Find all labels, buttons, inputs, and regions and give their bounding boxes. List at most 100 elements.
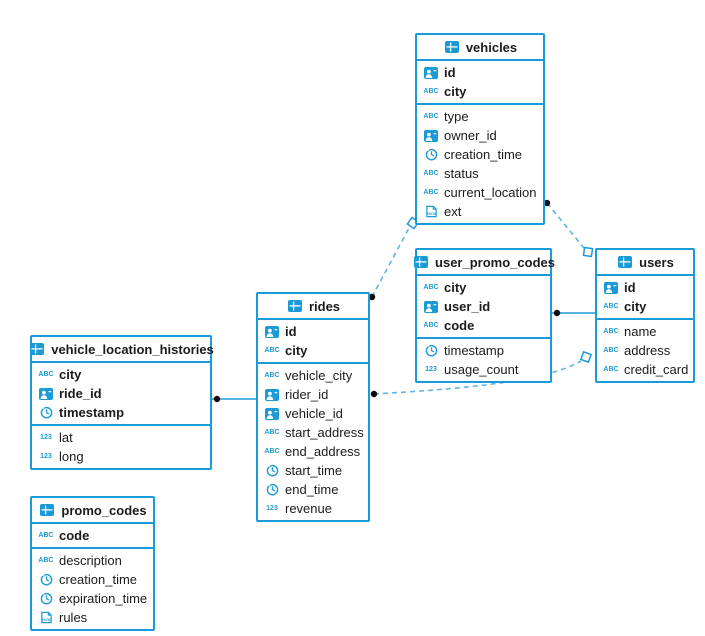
- string-icon: ABC: [603, 347, 619, 354]
- field-row-end_time[interactable]: end_time: [258, 480, 368, 499]
- field-row-rider_id[interactable]: rider_id: [258, 385, 368, 404]
- field-name: id: [285, 324, 297, 339]
- string-icon: ABC: [603, 303, 619, 310]
- field-row-user_id[interactable]: user_id: [417, 297, 550, 316]
- relation-one-end-marker: [543, 199, 551, 207]
- relation-one-end-marker: [368, 293, 376, 301]
- table-title: users: [639, 254, 674, 270]
- field-row-timestamp[interactable]: timestamp: [417, 341, 550, 360]
- table-header[interactable]: promo_codes: [32, 498, 153, 524]
- field-row-id[interactable]: id: [258, 322, 368, 341]
- field-name: usage_count: [444, 362, 519, 377]
- string-icon: ABC: [603, 366, 619, 373]
- string-icon: ABC: [423, 88, 439, 95]
- field-row-creation_time[interactable]: creation_time: [32, 570, 153, 589]
- relation-one-end-marker: [553, 309, 561, 317]
- uuid-icon: [422, 66, 440, 79]
- field-row-id[interactable]: id: [597, 278, 693, 297]
- field-row-vehicle_id[interactable]: vehicle_id: [258, 404, 368, 423]
- relation-many-end-marker: [582, 246, 594, 258]
- number-icon: 123: [40, 453, 52, 460]
- string-icon: ABC: [38, 371, 54, 378]
- field-name: city: [624, 299, 647, 314]
- table-title: vehicles: [465, 39, 518, 55]
- field-name: ride_id: [59, 386, 102, 401]
- clock-icon: [422, 148, 440, 161]
- table-title: user_promo_codes: [435, 254, 555, 270]
- field-name: code: [444, 318, 475, 333]
- string-icon: ABC: [38, 532, 54, 539]
- table-header[interactable]: users: [597, 250, 693, 276]
- field-name: description: [59, 553, 122, 568]
- field-row-start_time[interactable]: start_time: [258, 461, 368, 480]
- string-icon: ABC: [264, 429, 280, 436]
- field-name: revenue: [285, 501, 332, 516]
- field-row-code[interactable]: ABC code: [417, 316, 550, 335]
- string-icon: ABC: [423, 322, 439, 329]
- field-name: city: [444, 84, 467, 99]
- relation-vehicles-to-users[interactable]: [546, 202, 585, 249]
- uuid-icon: [602, 281, 620, 294]
- table-title: vehicle_location_histories: [51, 341, 214, 357]
- table-header[interactable]: rides: [258, 294, 368, 320]
- field-row-city[interactable]: ABC city: [417, 82, 543, 101]
- string-icon: ABC: [38, 557, 54, 564]
- field-row-timestamp[interactable]: timestamp: [32, 403, 210, 422]
- table-icon: [286, 300, 304, 312]
- field-row-city[interactable]: ABC city: [597, 297, 693, 316]
- table-title: rides: [308, 298, 341, 314]
- uuid-icon: [422, 129, 440, 142]
- field-row-ride_id[interactable]: ride_id: [32, 384, 210, 403]
- table-header[interactable]: vehicle_location_histories: [30, 337, 214, 363]
- field-name: id: [444, 65, 456, 80]
- field-row-expiration_time[interactable]: expiration_time: [32, 589, 153, 608]
- field-name: credit_card: [624, 362, 689, 377]
- field-row-description[interactable]: ABC description: [32, 551, 153, 570]
- field-row-credit_card[interactable]: ABC credit_card: [597, 360, 693, 379]
- field-name: id: [624, 280, 636, 295]
- field-name: status: [444, 166, 479, 181]
- string-icon: ABC: [423, 113, 439, 120]
- relation-rides-to-users[interactable]: [373, 360, 582, 395]
- field-row-creation_time[interactable]: creation_time: [417, 145, 543, 164]
- field-row-owner_id[interactable]: owner_id: [417, 126, 543, 145]
- field-row-id[interactable]: id: [417, 63, 543, 82]
- relation-rides-to-vehicles[interactable]: [371, 227, 410, 298]
- uuid-icon: [37, 387, 55, 400]
- table-header[interactable]: user_promo_codes: [414, 250, 555, 276]
- table-header[interactable]: vehicles: [417, 35, 543, 61]
- field-name: vehicle_id: [285, 406, 343, 421]
